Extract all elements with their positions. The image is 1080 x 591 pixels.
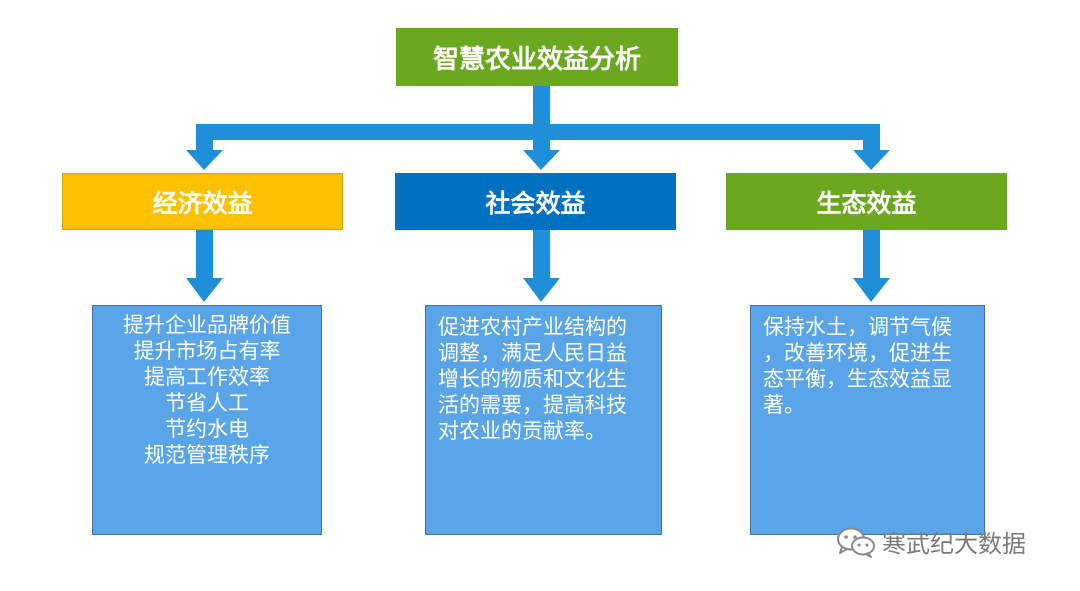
branch-title-ecological: 生态效益 <box>816 188 917 218</box>
desc-box-social: 促进农村产业结构的 调整，满足人民日益 增长的物质和文化生 活的需要，提高科技 … <box>425 305 662 535</box>
desc-line: 提高工作效率 <box>144 365 270 389</box>
watermark: 寒武纪大数据 <box>836 524 1026 559</box>
desc-box-ecological: 保持水土，调节气候 ，改善环境，促进生 态平衡，生态效益显 著。 <box>750 305 985 535</box>
connector-drop-social <box>533 124 550 152</box>
desc-line: ，改善环境，促进生 <box>763 341 952 365</box>
desc-line: 节省人工 <box>165 391 249 415</box>
branch-title-economic: 经济效益 <box>152 188 253 218</box>
arrow-down-icon <box>853 150 890 170</box>
arrow-down-icon <box>523 278 560 302</box>
root-title: 智慧农业效益分析 <box>432 44 641 75</box>
desc-line: 活的需要，提高科技 <box>438 393 627 417</box>
desc-line: 提升企业品牌价值 <box>123 313 291 337</box>
desc-line: 增长的物质和文化生 <box>438 367 627 391</box>
desc-line: 促进农村产业结构的 <box>438 315 627 339</box>
watermark-text: 寒武纪大数据 <box>882 530 1026 558</box>
arrow-down-icon <box>186 278 223 302</box>
connector-lower-econ <box>196 230 213 280</box>
desc-line: 调整，满足人民日益 <box>438 341 627 365</box>
desc-box-economic: 提升企业品牌价值 提升市场占有率 提高工作效率 节省人工 节约水电 规范管理秩序 <box>92 305 322 535</box>
desc-line: 保持水土，调节气候 <box>763 315 952 339</box>
connector-lower-social <box>533 230 550 280</box>
branch-title-social: 社会效益 <box>485 188 586 218</box>
desc-line: 态平衡，生态效益显 <box>763 367 952 391</box>
branch-node-economic: 经济效益 <box>62 173 343 230</box>
desc-line: 对农业的贡献率。 <box>438 419 606 443</box>
arrow-down-icon <box>523 150 560 170</box>
connector-drop-eco <box>863 124 880 152</box>
desc-line: 提升市场占有率 <box>133 339 281 363</box>
wechat-icon <box>837 527 875 558</box>
connector-trunk <box>533 86 550 134</box>
branch-node-ecological: 生态效益 <box>726 173 1007 230</box>
desc-line: 著。 <box>763 393 805 417</box>
connector-drop-econ <box>196 124 213 152</box>
arrow-down-icon <box>186 150 223 170</box>
branch-node-social: 社会效益 <box>395 173 676 230</box>
desc-line: 规范管理秩序 <box>144 443 270 467</box>
connector-lower-eco <box>863 230 880 280</box>
arrow-down-icon <box>853 278 890 302</box>
desc-line: 节约水电 <box>165 417 249 441</box>
root-node: 智慧农业效益分析 <box>396 28 678 86</box>
